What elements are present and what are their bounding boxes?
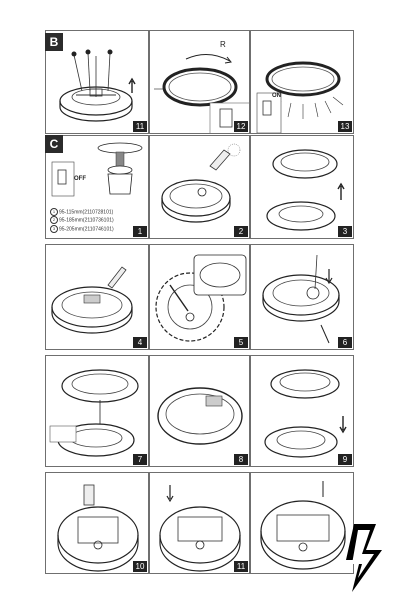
step-number: 13 <box>338 121 352 132</box>
panel-c9: 9 <box>250 355 354 467</box>
step-number: 4 <box>133 337 147 348</box>
step-number: 9 <box>338 454 352 465</box>
panel-c12 <box>250 472 354 574</box>
step-number: 2 <box>234 226 248 237</box>
c10-illustration <box>57 484 139 572</box>
on-label: ON <box>272 93 281 99</box>
rotate-label: R <box>220 40 226 49</box>
panel-c6: 6 <box>250 244 354 350</box>
c12-illustration <box>260 481 346 570</box>
panel-c7: 7 <box>45 355 149 467</box>
off-label: OFF <box>74 176 86 182</box>
panel-c10: 10 <box>45 472 149 574</box>
panel-c4: 4 <box>45 244 149 350</box>
c5-illustration <box>155 254 247 342</box>
b12-illustration <box>154 54 249 133</box>
c7-illustration <box>49 369 139 457</box>
c11-illustration <box>159 485 241 572</box>
panel-c8: 8 <box>149 355 250 467</box>
step-number: 11 <box>234 561 248 572</box>
step-number: 7 <box>133 454 147 465</box>
step-number: 3 <box>338 226 352 237</box>
section-b-label: B <box>45 33 63 51</box>
lightning-logo-icon <box>346 524 382 592</box>
section-c-label: C <box>45 135 63 153</box>
panel-c11: 11 <box>149 472 250 574</box>
panel-b13: ON 13 <box>250 30 354 134</box>
c8-illustration <box>157 387 243 445</box>
c2-illustration <box>161 143 241 223</box>
b11-illustration <box>59 49 136 122</box>
step-number: 5 <box>234 337 248 348</box>
step-number: 6 <box>338 337 352 348</box>
b13-illustration <box>256 61 344 133</box>
panel-c3: 3 <box>250 135 354 239</box>
step-number: 10 <box>133 561 147 572</box>
panel-b12: R 12 <box>149 30 250 134</box>
c6-illustration <box>262 254 340 344</box>
panel-c2: 2 <box>149 135 250 239</box>
step-number: 8 <box>234 454 248 465</box>
c3-illustration <box>266 149 345 231</box>
c4-illustration <box>51 266 133 334</box>
c9-illustration <box>264 369 347 458</box>
panel-c5: 5 <box>149 244 250 350</box>
step-number: 12 <box>234 121 248 132</box>
step-number: 1 <box>133 226 147 237</box>
step-number: 11 <box>133 121 147 132</box>
c1-illustration <box>51 142 143 197</box>
panel-b11: 11 <box>45 30 149 134</box>
